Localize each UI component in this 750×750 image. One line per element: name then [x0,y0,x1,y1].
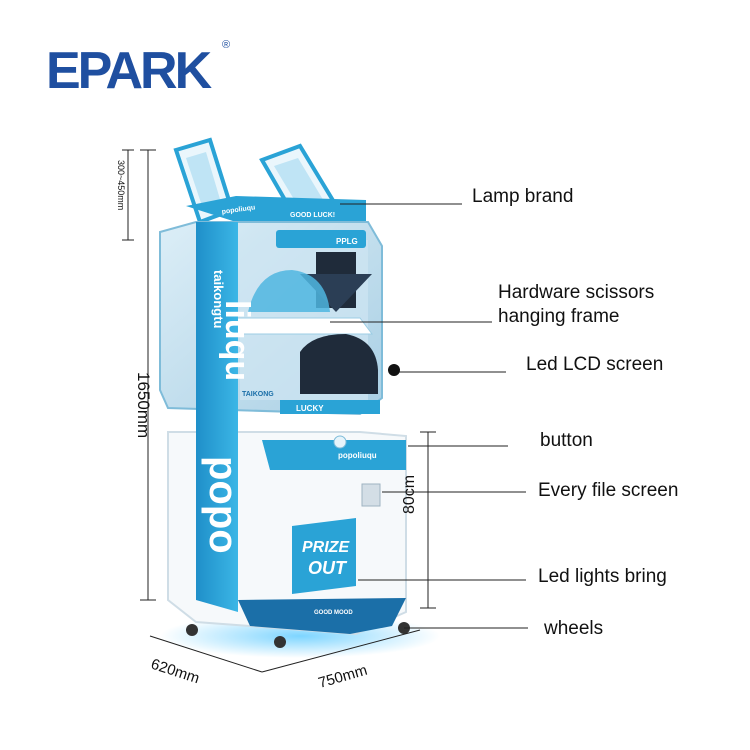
pplg-text: PPLG [336,237,358,246]
hardware-label-2: hanging frame [498,306,620,327]
panel-brand-text: popoliuqu [338,451,377,460]
callout-lines [330,203,528,629]
prize-out-window [292,518,356,594]
wheel-front [274,636,286,648]
lower-height-text: 80cm [401,475,418,514]
registered-mark: ® [222,39,230,51]
file-screen-label: Every file screen [538,480,679,501]
prize-text-2: OUT [308,558,348,578]
lcd-marker [388,364,400,376]
left-column-lower [196,430,238,612]
prize-dome [248,270,330,312]
dimension-lines [122,149,436,673]
file-screen [361,483,381,507]
total-height-text: 1650mm [134,372,153,438]
side-text-a: taikongtu [211,270,226,329]
taikong-text: TAIKONG [242,391,274,398]
side-text-bottom: popo [201,456,245,554]
epark-logo: EPARK ® [46,39,230,100]
prize-text-1: PRIZE [302,539,350,556]
led-lcd-label: Led LCD screen [526,354,664,375]
width-text: 750mm [316,662,369,692]
lamp-height-text: 300~450mm [116,160,126,210]
inner-header [276,230,366,248]
led-lights-label: Led lights bring [538,566,667,587]
depth-text: 620mm [149,656,202,688]
hardware-label-1: Hardware scissors [498,282,655,303]
lucky-text: LUCKY [296,404,324,413]
lamp-label: popoliuqu [221,204,255,216]
lcd-screen [300,334,378,394]
play-button [333,435,347,449]
good-luck-text: GOOD LUCK! [290,212,335,219]
control-panel [262,440,406,470]
base-light-strip [238,598,406,634]
logo-text: EPARK [46,42,213,100]
lucky-bar [280,400,380,414]
good-mood-text: GOOD MOOD [314,610,353,616]
wheel-left [186,624,198,636]
lamp-brand-label: Lamp brand [472,186,574,207]
side-text-b: liuqu [218,300,256,381]
button-label: button [540,430,593,451]
left-column-upper [196,222,238,430]
wheels-label: wheels [544,618,604,639]
top-header-bar [186,196,366,222]
